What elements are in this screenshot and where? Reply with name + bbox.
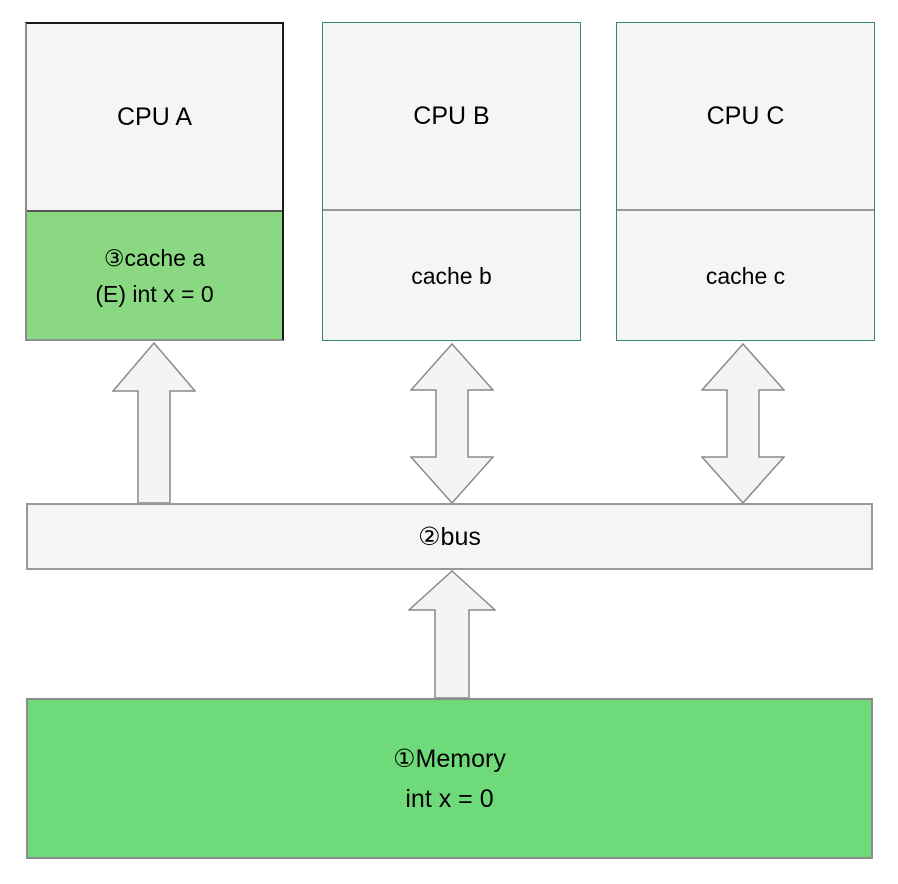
cache-a-section: ③cache a (E) int x = 0	[27, 210, 282, 339]
bus-bar: ②bus	[26, 503, 873, 570]
block-arrow-vertical-double-icon	[410, 343, 494, 504]
block-arrow-up-icon	[408, 570, 496, 699]
cpu-a-box: CPU A ③cache a (E) int x = 0	[25, 22, 284, 341]
cpu-b-box: CPU B cache b	[322, 22, 581, 341]
cpu-b-section: CPU B	[323, 23, 580, 209]
cache-b-section: cache b	[323, 209, 580, 340]
cache-c-section: cache c	[617, 209, 874, 340]
cpu-b-label: CPU B	[413, 101, 490, 130]
cache-c-label: cache c	[705, 262, 786, 289]
memory-box: ①Memory int x = 0	[26, 698, 873, 859]
arrow-cache-c-bus	[701, 343, 785, 504]
memory-label: ①Memory	[393, 744, 506, 773]
block-arrow-up-icon	[112, 342, 196, 504]
cache-a-label: ③cache a	[103, 244, 206, 271]
memory-value: int x = 0	[405, 784, 494, 813]
cache-b-label: cache b	[411, 262, 492, 289]
arrow-memory-to-bus	[408, 570, 496, 699]
arrow-cache-b-bus	[410, 343, 494, 504]
cpu-c-section: CPU C	[617, 23, 874, 209]
cpu-a-section: CPU A	[27, 24, 282, 210]
block-arrow-vertical-double-icon	[701, 343, 785, 504]
bus-label: ②bus	[418, 522, 481, 551]
cache-a-value: (E) int x = 0	[95, 280, 214, 307]
arrow-bus-to-cache-a	[112, 342, 196, 504]
cpu-c-label: CPU C	[706, 101, 785, 130]
cpu-c-box: CPU C cache c	[616, 22, 875, 341]
cpu-a-label: CPU A	[116, 102, 193, 131]
